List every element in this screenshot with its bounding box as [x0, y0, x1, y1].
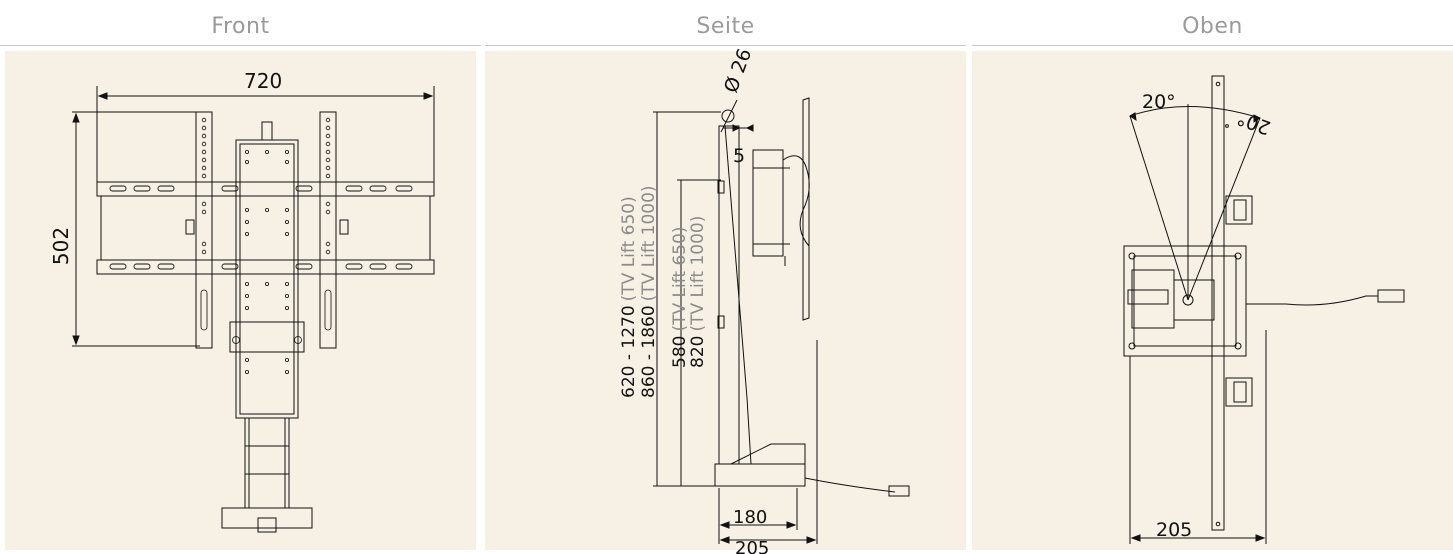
diameter-leader [720, 99, 738, 133]
base-650-label: 580(TV Lift 650) [670, 226, 690, 368]
top-power-plug [1377, 289, 1405, 303]
housing-hole [1234, 252, 1242, 260]
side-view-panel: Seite [485, 0, 966, 554]
lift-top-block [261, 121, 273, 141]
depth-inner-arrows [719, 521, 797, 529]
housing-inner [1133, 255, 1237, 347]
column-clip [717, 180, 725, 194]
lift-lower-tube [244, 417, 290, 509]
diameter-label: Ø 26 [720, 46, 756, 96]
vesa-arm-left [195, 111, 213, 349]
column-holes [232, 149, 302, 374]
bar-hole [1215, 81, 1221, 87]
top-view-panel: Oben [972, 0, 1453, 554]
bar-hole [1215, 521, 1221, 527]
clamp-lower [1225, 377, 1253, 407]
base-support [730, 443, 806, 465]
side-knob-left [185, 219, 195, 235]
side-drawing: Ø 26 5 620 - 1270(TV Lift 650) 860 - 186… [619, 46, 910, 554]
range-650-label: 620 - 1270(TV Lift 650) [619, 196, 639, 398]
front-view-title: Front [211, 14, 270, 39]
side-bracket [752, 149, 784, 257]
width-arrows [1130, 534, 1266, 542]
angle-ray-left [1129, 115, 1189, 301]
motor-clip [1127, 289, 1169, 305]
housing-hole [1234, 342, 1242, 350]
top-vesa-bar [1211, 75, 1225, 531]
depth-inner-label: 180 [733, 507, 767, 528]
width-label: 720 [244, 69, 282, 93]
upper-mount-rail [96, 181, 435, 197]
clamp-upper-inner [1233, 199, 1247, 221]
range-1000-label: 860 - 1860(TV Lift 1000) [639, 185, 659, 398]
front-drawing: 720 502 [49, 69, 435, 533]
width-label: 205 [1156, 519, 1192, 541]
depth-outer-arrows [719, 536, 817, 544]
angle-right-label: 20° [1234, 107, 1273, 139]
angle-arrows [1129, 112, 1261, 123]
angle-ray-right [1187, 117, 1261, 301]
title-divider [485, 45, 966, 46]
lower-mount-rail [96, 259, 435, 275]
base-connector [257, 517, 277, 533]
tv-panel [802, 97, 810, 321]
center-pivot [1182, 294, 1194, 306]
pivot-circle [721, 109, 735, 123]
width-arrows [97, 92, 434, 100]
cable-line [724, 125, 748, 399]
angle-arc [1129, 106, 1261, 119]
top-power-cable [1246, 295, 1378, 306]
title-divider [0, 45, 481, 46]
center-plate [1173, 279, 1215, 321]
lift-column-inner [239, 143, 295, 415]
angle-left-label: 20° [1142, 91, 1176, 113]
top-housing [1123, 245, 1247, 357]
housing-hole [1128, 252, 1136, 260]
title-divider [972, 45, 1453, 46]
depth-outer-label: 205 [735, 538, 769, 554]
tilt-mechanism [782, 155, 810, 247]
front-view-panel: Front [0, 0, 481, 554]
height-label: 502 [49, 227, 73, 265]
bar-hole [1225, 124, 1229, 128]
offset-arrows [732, 124, 754, 132]
cable-line [746, 397, 752, 465]
top-drawing: 20° 20° 205 [1123, 75, 1405, 544]
clamp-lower-inner [1233, 381, 1247, 403]
arm-holes [200, 117, 332, 331]
power-plug [888, 485, 910, 497]
offset-label: 5 [733, 145, 745, 167]
side-view-title: Seite [696, 14, 755, 39]
column-bracket [229, 321, 305, 353]
power-cable [804, 477, 896, 493]
height-arrows [72, 112, 80, 346]
vesa-arm-right [319, 111, 337, 349]
lift-base-plate [221, 507, 313, 529]
column-clip [717, 315, 725, 329]
clamp-upper [1225, 195, 1253, 225]
rail-frame [100, 195, 431, 261]
housing-hole [1128, 342, 1136, 350]
base-1000-label: 820(TV Lift 1000) [688, 216, 708, 368]
top-view-title: Oben [1182, 14, 1243, 39]
side-base [714, 463, 806, 487]
side-knob-right [339, 219, 349, 235]
rail-slots [109, 185, 413, 270]
